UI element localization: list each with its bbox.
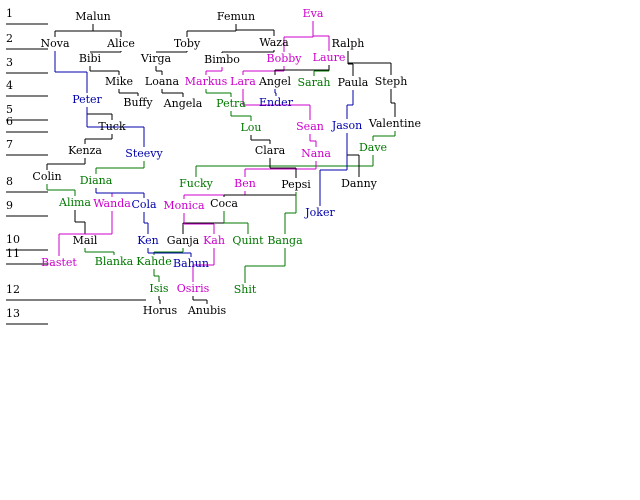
person-ben: Ben [234, 177, 256, 190]
person-shit: Shit [233, 283, 257, 296]
person-angela: Angela [163, 97, 203, 110]
person-lara: Lara [230, 75, 256, 88]
person-buffy: Buffy [123, 96, 153, 109]
person-blanka: Blanka [94, 255, 134, 268]
generation-number: 7 [6, 138, 13, 151]
person-sarah: Sarah [297, 76, 331, 89]
person-bobby: Bobby [266, 52, 302, 65]
person-wanda: Wanda [93, 197, 131, 210]
person-kah: Kah [203, 234, 225, 247]
person-banga: Banga [267, 234, 303, 247]
person-pepsi: Pepsi [281, 178, 311, 191]
person-bimbo: Bimbo [204, 53, 240, 66]
person-angel: Angel [258, 75, 292, 88]
person-dave: Dave [358, 141, 388, 154]
person-peter: Peter [72, 93, 102, 106]
person-femun: Femun [216, 10, 256, 23]
person-mail: Mail [72, 234, 98, 247]
person-valentine: Valentine [368, 117, 422, 130]
person-paula: Paula [337, 76, 369, 89]
generation-number: 13 [6, 307, 20, 320]
generation-number: 12 [6, 283, 20, 296]
person-kahde: Kahde [136, 255, 172, 268]
person-ken: Ken [137, 234, 159, 247]
person-monica: Monica [163, 199, 205, 212]
person-waza: Waza [259, 36, 289, 49]
person-danny: Danny [341, 177, 377, 190]
person-eva: Eva [302, 7, 324, 20]
person-laure: Laure [312, 51, 346, 64]
generation-number: 4 [6, 79, 13, 92]
person-nana: Nana [301, 147, 331, 160]
generation-number: 8 [6, 175, 13, 188]
person-markus: Markus [184, 75, 228, 88]
person-tuck: Tuck [98, 120, 126, 133]
person-alima: Alima [59, 196, 91, 209]
person-bahun: Bahun [173, 257, 209, 270]
person-steph: Steph [374, 75, 408, 88]
person-fucky: Fucky [179, 177, 213, 190]
generation-number: 9 [6, 199, 13, 212]
person-mike: Mike [105, 75, 133, 88]
person-diana: Diana [79, 174, 113, 187]
person-petra: Petra [216, 97, 246, 110]
person-lou: Lou [240, 121, 262, 134]
person-bibi: Bibi [78, 52, 102, 65]
person-isis: Isis [149, 282, 169, 295]
person-nova: Nova [40, 37, 70, 50]
person-ender: Ender [259, 96, 293, 109]
person-bastet: Bastet [41, 256, 77, 269]
generation-number: 1 [6, 7, 13, 20]
person-coca: Coca [210, 197, 238, 210]
person-loana: Loana [144, 75, 180, 88]
generation-number: 11 [6, 247, 20, 260]
person-alice: Alice [107, 37, 135, 50]
generation-number: 6 [6, 115, 13, 128]
person-joker: Joker [305, 206, 335, 219]
person-kenza: Kenza [68, 144, 102, 157]
generation-number: 10 [6, 233, 20, 246]
person-jason: Jason [331, 119, 363, 132]
generation-number: 2 [6, 32, 13, 45]
person-anubis: Anubis [187, 304, 227, 317]
person-malun: Malun [75, 10, 111, 23]
person-horus: Horus [142, 304, 178, 317]
person-ralph: Ralph [331, 37, 365, 50]
person-clara: Clara [254, 144, 286, 157]
person-steevy: Steevy [125, 147, 163, 160]
person-osiris: Osiris [176, 282, 210, 295]
person-cola: Cola [131, 198, 157, 211]
person-quint: Quint [232, 234, 264, 247]
person-colin: Colin [32, 170, 62, 183]
person-sean: Sean [296, 120, 324, 133]
person-ganja: Ganja [166, 234, 200, 247]
generation-number: 5 [6, 103, 13, 116]
generation-number: 3 [6, 56, 13, 69]
person-toby: Toby [173, 37, 201, 50]
person-virga: Virga [140, 52, 172, 65]
